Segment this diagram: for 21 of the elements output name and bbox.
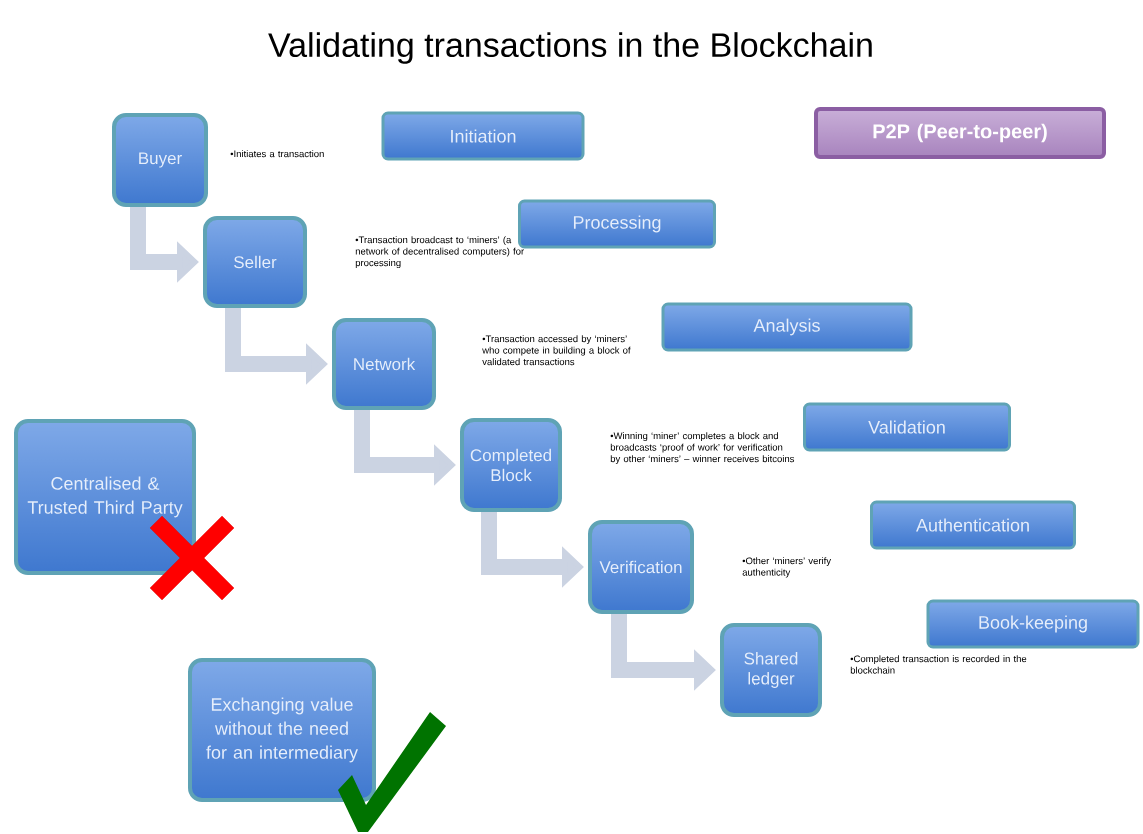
step-box: Completed Block	[460, 418, 562, 512]
step-box: Buyer	[112, 113, 208, 207]
stage-box: Validation	[803, 402, 1011, 452]
stage-box: Authentication	[870, 500, 1076, 550]
bullet-text: •Transaction accessed by ‘miners’ who compete in building a block of validated transactions	[482, 335, 631, 366]
title: Validating transactions in the Blockchain	[268, 32, 872, 64]
step-box: Verification	[588, 520, 694, 614]
stage-box: Analysis	[661, 302, 913, 352]
heading-box: P2P (Peer-to-peer)	[814, 107, 1106, 159]
step-box: Network	[332, 318, 436, 410]
step-box: Shared ledger	[720, 623, 822, 717]
step-box: Seller	[203, 216, 307, 308]
bullet-text: •Winning ‘miner’ completes a block and broadcasts ‘proof of work’ for verification by other ‘miners’ – winner receives bitcoins	[610, 432, 795, 465]
stage-box: Book-keeping	[926, 599, 1140, 649]
concept-box: Centralised & Trusted Third Party	[14, 419, 196, 575]
stage-box: Initiation	[381, 111, 585, 161]
bullet-text: •Completed transaction is recorded in the blockchain	[850, 655, 1027, 674]
bullet-text: •Initiates a transaction	[230, 150, 324, 158]
bullet-text: •Other ‘miners’ verify authenticity	[742, 557, 831, 578]
concept-box: Exchanging value without the need for an intermediary	[188, 658, 376, 802]
stage-box: Processing	[518, 199, 716, 249]
